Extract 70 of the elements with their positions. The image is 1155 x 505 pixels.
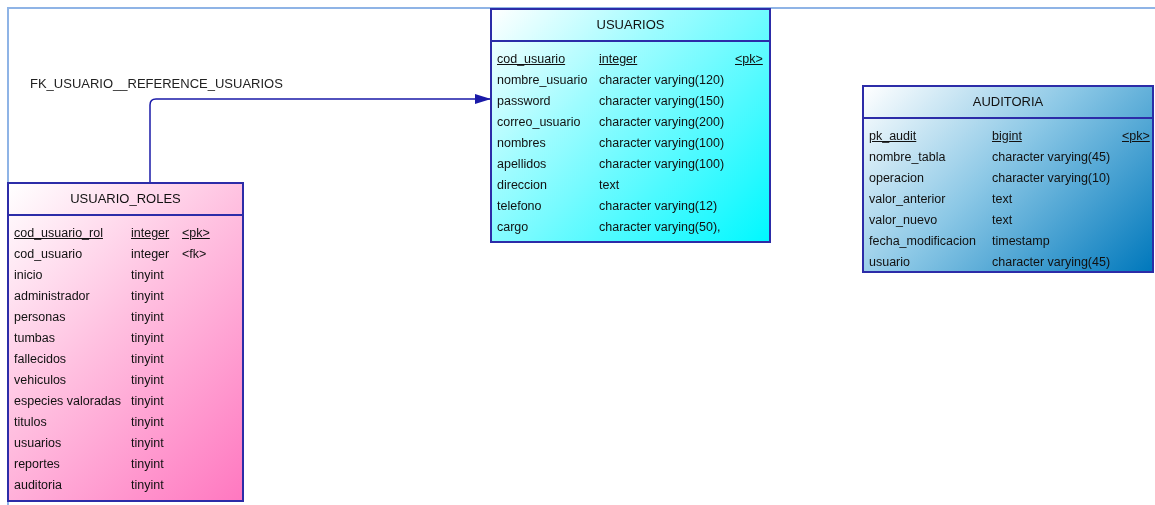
table-header: AUDITORIA (864, 87, 1152, 119)
column-type: integer (131, 246, 170, 263)
table-header: USUARIOS (492, 10, 769, 42)
column-type: integer (131, 225, 170, 242)
column-type: character varying(200) (599, 114, 725, 131)
column-name: especies valoradas (14, 393, 121, 410)
column-name: password (497, 93, 551, 110)
column-type: character varying(45) (992, 149, 1111, 166)
column-name: valor_anterior (869, 191, 946, 208)
column-type: text (599, 177, 620, 194)
column-name: tumbas (14, 330, 55, 347)
column-type: bigint (992, 128, 1022, 145)
column-type: tinyint (131, 288, 164, 305)
column-name: titulos (14, 414, 47, 431)
edge-label: FK_USUARIO__REFERENCE_USUARIOS (28, 76, 285, 92)
column-type: tinyint (131, 351, 164, 368)
column-name: operacion (869, 170, 924, 187)
column-type: character varying(120) (599, 72, 725, 89)
column-type: character varying(50), (599, 219, 721, 236)
column-name: fallecidos (14, 351, 67, 368)
column-type: tinyint (131, 330, 164, 347)
column-type: text (992, 191, 1013, 208)
key-marker: <pk> (182, 225, 210, 242)
key-marker: <fk> (182, 246, 207, 263)
column-type: character varying(45) (992, 254, 1111, 271)
column-name: inicio (14, 267, 43, 284)
table-header: USUARIO_ROLES (9, 184, 242, 216)
column-name: cargo (497, 219, 529, 236)
table-box (7, 182, 244, 502)
column-type: tinyint (131, 435, 164, 452)
table-box (490, 8, 771, 243)
column-name: usuario (869, 254, 910, 271)
column-name: auditoria (14, 477, 62, 494)
column-type: integer (599, 51, 638, 68)
key-marker: <pk> (735, 51, 763, 68)
column-type: tinyint (131, 267, 164, 284)
column-name: telefono (497, 198, 542, 215)
column-name: pk_audit (869, 128, 917, 145)
column-name: vehiculos (14, 372, 67, 389)
column-name: cod_usuario_rol (14, 225, 103, 242)
relationship-arrow (149, 94, 491, 183)
column-type: character varying(150) (599, 93, 725, 110)
column-type: tinyint (131, 309, 164, 326)
column-type: character varying(100) (599, 135, 725, 152)
column-type: tinyint (131, 372, 164, 389)
key-marker: <pk> (1122, 128, 1150, 145)
column-type: character varying(12) (599, 198, 718, 215)
column-name: nombre_tabla (869, 149, 946, 166)
column-type: tinyint (131, 456, 164, 473)
column-name: administrador (14, 288, 90, 305)
column-type: timestamp (992, 233, 1050, 250)
column-type: tinyint (131, 477, 164, 494)
column-name: nombres (497, 135, 546, 152)
column-name: correo_usuario (497, 114, 581, 131)
column-type: tinyint (131, 414, 164, 431)
column-name: cod_usuario (14, 246, 83, 263)
table-box (862, 85, 1154, 273)
column-name: nombre_usuario (497, 72, 588, 89)
column-name: apellidos (497, 156, 547, 173)
column-type: character varying(100) (599, 156, 725, 173)
column-name: reportes (14, 456, 60, 473)
column-type: tinyint (131, 393, 164, 410)
column-name: direccion (497, 177, 548, 194)
column-name: personas (14, 309, 66, 326)
column-type: character varying(10) (992, 170, 1111, 187)
column-name: fecha_modificacion (869, 233, 976, 250)
column-name: valor_nuevo (869, 212, 938, 229)
column-type: text (992, 212, 1013, 229)
column-name: cod_usuario (497, 51, 566, 68)
column-name: usuarios (14, 435, 62, 452)
